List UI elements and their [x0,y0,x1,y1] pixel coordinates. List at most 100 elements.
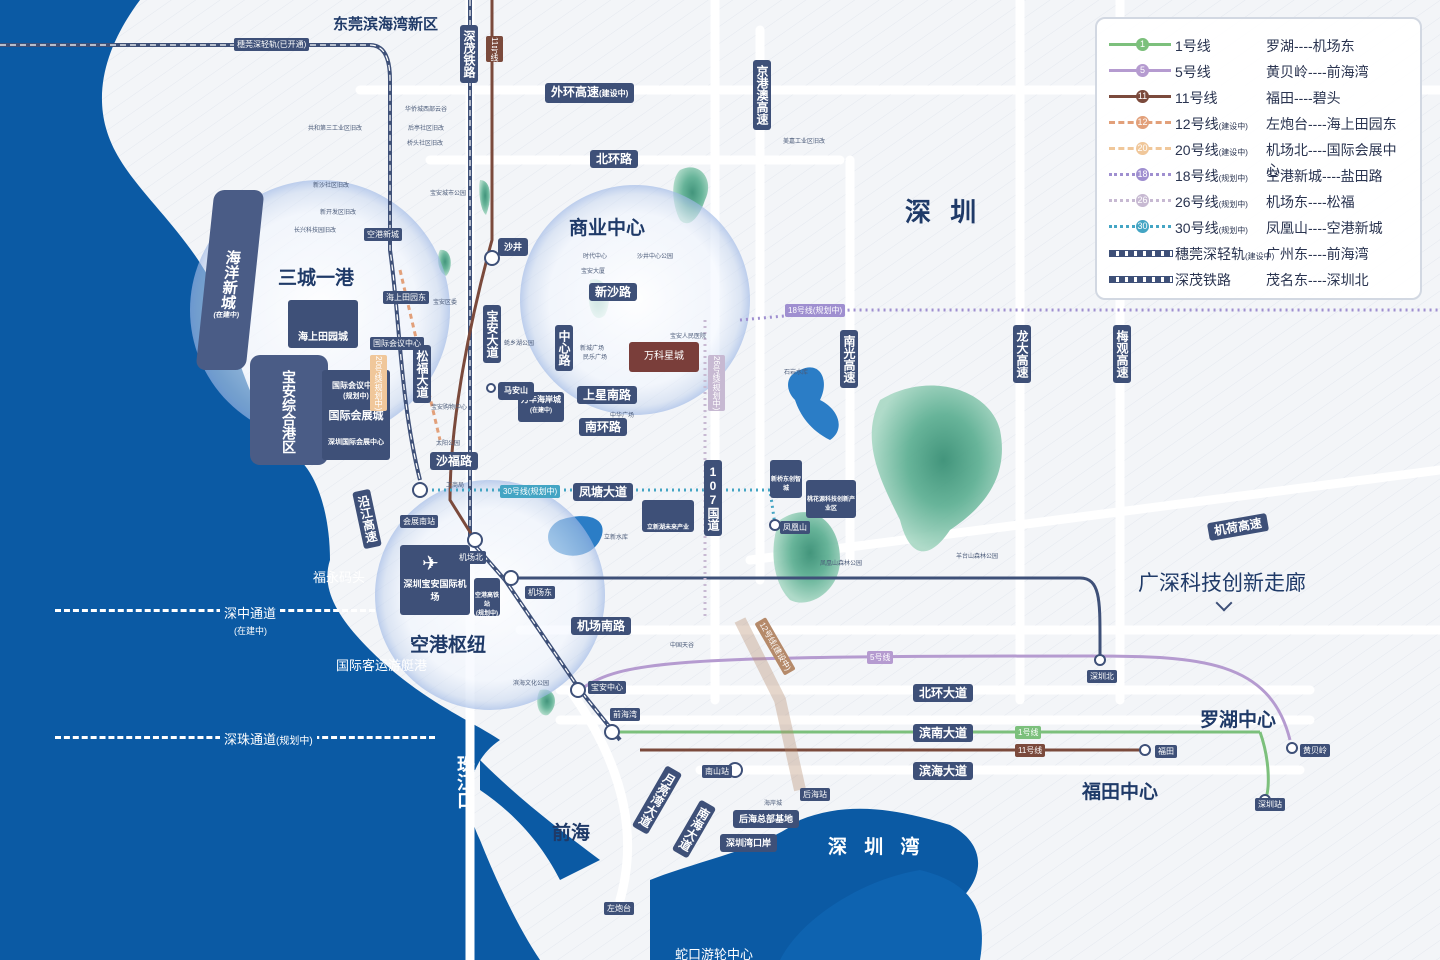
lixin-label: 立新湖未来产业 [646,525,689,531]
intl-center-label: 国际会议中心 [332,381,380,390]
baoan-port-zone: 宝安综合港区 [250,355,328,465]
poi-22: 滨海文化公园 [513,681,550,687]
intl-zone: 国际会议中心 (规划中) 国际会展城 深圳国际会展中心 [322,370,390,460]
shenzhen-bay-label: 深 圳 湾 [828,837,926,858]
binhai-road: 滨海大道 [913,762,974,780]
poi-20: 立新水库 [604,535,629,541]
business-center-label: 商业中心 [569,218,646,239]
legend-line-route: 凤凰山----空港新城 [1266,220,1383,236]
fengtang-road: 凤塘大道 [573,483,634,501]
baoan-port-label: 宝安综合港区 [281,370,297,454]
wanfeng-label: 万丰海岸城 [521,395,561,404]
haishang-label: 海上田园城 [298,332,348,343]
legend-line-name: 12号线(建设中) [1175,116,1248,132]
legend-line-name: 26号线(规划中) [1175,194,1248,210]
city-label: 深 圳 [905,197,983,227]
shajing-road: 沙井 [498,238,529,256]
poi-4: 新沙社区旧改 [313,183,350,189]
station-ft: 福田 [1155,745,1177,758]
legend-line-note: (建设中) [1218,122,1248,131]
poi-1: 华侨城西部云谷 [405,107,448,113]
station-hhnz: 会展南站 [400,515,438,528]
line26-tag: 26号线(规划中) [708,355,725,412]
legend-row: 深茂铁路茂名东----深圳北 [1109,268,1409,290]
shenzhu-label: 深珠通道 [224,732,277,747]
legend-line-route: 机场东----松福 [1266,194,1355,210]
legend-line-route: 茂名东----深圳北 [1266,272,1369,288]
legend-line-number: 30 [1136,220,1149,233]
poi-24: 美嘉工业区旧改 [783,139,826,145]
wanfeng-note: (在建中) [530,408,552,414]
xinqiao-label: 新桥东创智城 [770,477,801,492]
poi-7: 长兴科技园旧改 [294,228,337,234]
sancheng-label: 三城一港 [278,268,355,289]
poi-14: 民乐广场 [583,355,608,361]
outer-ring-label: 外环高速 [551,85,600,99]
taohua-label: 桃花源科技创新产业区 [806,497,855,512]
legend-line-name: 20号线(建设中) [1175,142,1248,158]
poi-8: 宝安城市公园 [430,191,467,197]
line30-tag: 30号线(规划中) [500,485,561,498]
line5-tag: 5号线 [867,651,894,664]
lixin-zone: 立新湖未来产业 [642,500,694,532]
airport-icon: ✈ [422,553,439,575]
legend-line-route: 黄贝岭----前海湾 [1266,64,1369,80]
line20-tag: 20号线(规划中) [370,355,387,412]
intl-exhibition-label: 国际会展城 [328,410,384,422]
poi-18: 羊台山森林公园 [956,554,999,560]
longda-road: 龙大高速 [1013,325,1031,383]
station-hstjd: 海上田园东 [383,291,429,304]
xinsha-road: 新沙路 [589,283,638,301]
legend-line-number: 5 [1136,64,1149,77]
poi-28: 宝安购物中心 [431,405,468,411]
legend-line-swatch [1109,276,1173,283]
legend-line-name: 穗莞深轻轨(建设中) [1175,246,1275,262]
poi-16: 蚝乡湖公园 [504,341,535,347]
legend-line-note: (规划中) [1218,226,1248,235]
line18-tag: 18号线(规划中) [785,304,846,317]
line1-tag: 1号线 [1015,726,1042,739]
jinggang-road: 京港澳高速 [753,60,771,130]
legend-line-route: 空港新城----盐田路 [1266,168,1383,184]
houhai-base-label: 后海总部基地 [733,810,800,828]
poi-26: 太阳公园 [436,441,461,447]
station-jcb: 机场北 [456,551,486,564]
futian-label: 福田中心 [1082,782,1159,803]
shenmao-railway: 深茂铁路 [460,25,478,83]
legend-line-name: 11号线 [1175,90,1218,106]
station-hhz: 后海站 [800,788,830,801]
zhujiang-label: 珠江口 [455,755,475,809]
poi-11: 宝安大厦 [581,269,606,275]
airport-hub-label: 空港枢纽 [410,635,487,656]
poi-3: 后亭社区旧改 [408,126,445,132]
poi-5: 桥头社区旧改 [407,141,444,147]
outer-ring-note: (建设中) [599,89,629,98]
legend-line-route: 广州东----前海湾 [1266,246,1369,262]
legend-line-route: 罗湖----机场东 [1266,38,1355,54]
haiyang-note: (在建中) [213,312,240,319]
airport-rail-zone: 空港高铁站(规划中) [474,578,500,617]
station-kgxc: 空港新城 [364,228,402,241]
poi-21: 中国天谷 [670,643,695,649]
poi-10: 时代中心 [583,254,608,260]
beihuan-road: 北环大道 [913,684,974,702]
station-fhs: 凤凰山 [780,521,810,534]
nanguang-road: 南光高速 [840,330,858,388]
nanhuan-road: 南环路 [579,418,628,436]
poi-23: 海岸城 [764,801,783,807]
intl-center-note: (规划中) [343,393,369,400]
legend-line-route: 左炮台----海上田园东 [1266,116,1397,132]
poi-13: 宝安人民医院 [670,334,707,340]
shangxing-road: 上星南路 [577,386,638,404]
luohu-label: 罗湖中心 [1200,710,1277,731]
wanke-project-tag: 万科星城 [629,342,699,372]
shenzhu-note: (规划中) [276,736,313,747]
legend-line-number: 1 [1136,38,1149,51]
